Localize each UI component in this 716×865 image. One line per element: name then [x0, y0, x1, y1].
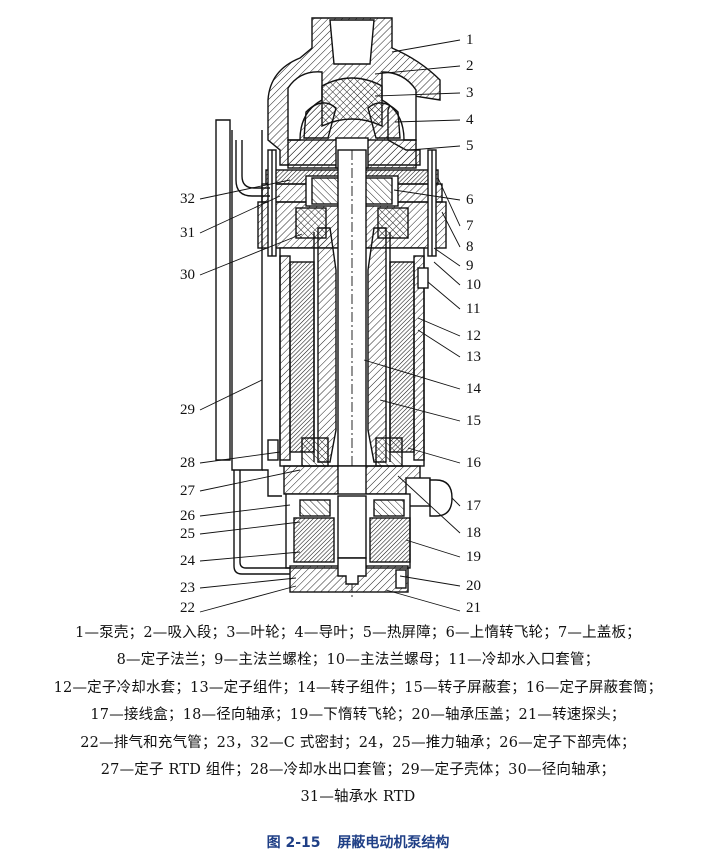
callout-31: 31	[180, 225, 195, 241]
legend-line-2: 8—定子法兰；9—主法兰螺栓；10—主法兰螺母；11—冷却水入口套管；	[116, 652, 600, 669]
legend-line-4: 17—接线盒；18—径向轴承；19—下惰转飞轮；20—轴承压盖；21—转速探头；	[90, 707, 626, 724]
legend-line-5: 22—排气和充气管；23，32—C 式密封；24，25—推力轴承；26—定子下部…	[80, 734, 636, 751]
callout-6: 6	[466, 192, 474, 208]
figure-legend: 1—泵壳；2—吸入段；3—叶轮；4—导叶；5—热屏障；6—上惰转飞轮；7—上盖板…	[0, 620, 716, 812]
callout-18: 18	[466, 525, 481, 541]
legend-line-3: 12—定子冷却水套；13—定子组件；14—转子组件；15—转子屏蔽套；16—定子…	[53, 679, 663, 696]
callout-4: 4	[466, 112, 474, 128]
callout-2: 2	[466, 58, 474, 74]
callout-20: 20	[466, 578, 481, 594]
callout-22: 22	[180, 600, 195, 615]
callout-28: 28	[180, 455, 195, 471]
callout-26: 26	[180, 508, 196, 524]
callout-25: 25	[180, 526, 195, 542]
callout-24: 24	[180, 553, 196, 569]
callout-16: 16	[466, 455, 482, 471]
callout-1: 1	[466, 32, 474, 48]
legend-line-6: 27—定子 RTD 组件；28—冷却水出口套管；29—定子壳体；30—径向轴承；	[100, 762, 616, 779]
callout-10: 10	[466, 277, 481, 293]
callout-30: 30	[180, 267, 195, 283]
callout-7: 7	[466, 218, 474, 234]
legend-line-7: 31—轴承水 RTD	[300, 789, 416, 806]
figure-number: 图 2-15	[266, 835, 321, 851]
callout-3: 3	[466, 85, 474, 101]
figure-caption: 图 2-15 屏蔽电动机泵结构	[0, 832, 716, 852]
callout-8: 8	[466, 239, 474, 255]
callout-27: 27	[180, 483, 196, 499]
callout-13: 13	[466, 349, 481, 365]
callout-19: 19	[466, 549, 481, 565]
callout-29: 29	[180, 402, 195, 418]
callout-14: 14	[466, 381, 482, 397]
callout-9: 9	[466, 258, 474, 274]
callout-21: 21	[466, 600, 481, 615]
callout-32: 32	[180, 191, 195, 207]
callout-11: 11	[466, 301, 480, 317]
pump-motor-cross-section-diagram: 1 2 3 4 5 6 7 8 9 10 11 12 13 14 15 16 1…	[180, 17, 482, 615]
callout-5: 5	[466, 138, 474, 154]
callout-17: 17	[466, 498, 482, 514]
legend-line-1: 1—泵壳；2—吸入段；3—叶轮；4—导叶；5—热屏障；6—上惰转飞轮；7—上盖板…	[75, 625, 641, 641]
callout-12: 12	[466, 328, 481, 344]
callout-23: 23	[180, 580, 195, 596]
callout-15: 15	[466, 413, 481, 429]
figure-title: 屏蔽电动机泵结构	[337, 835, 450, 851]
